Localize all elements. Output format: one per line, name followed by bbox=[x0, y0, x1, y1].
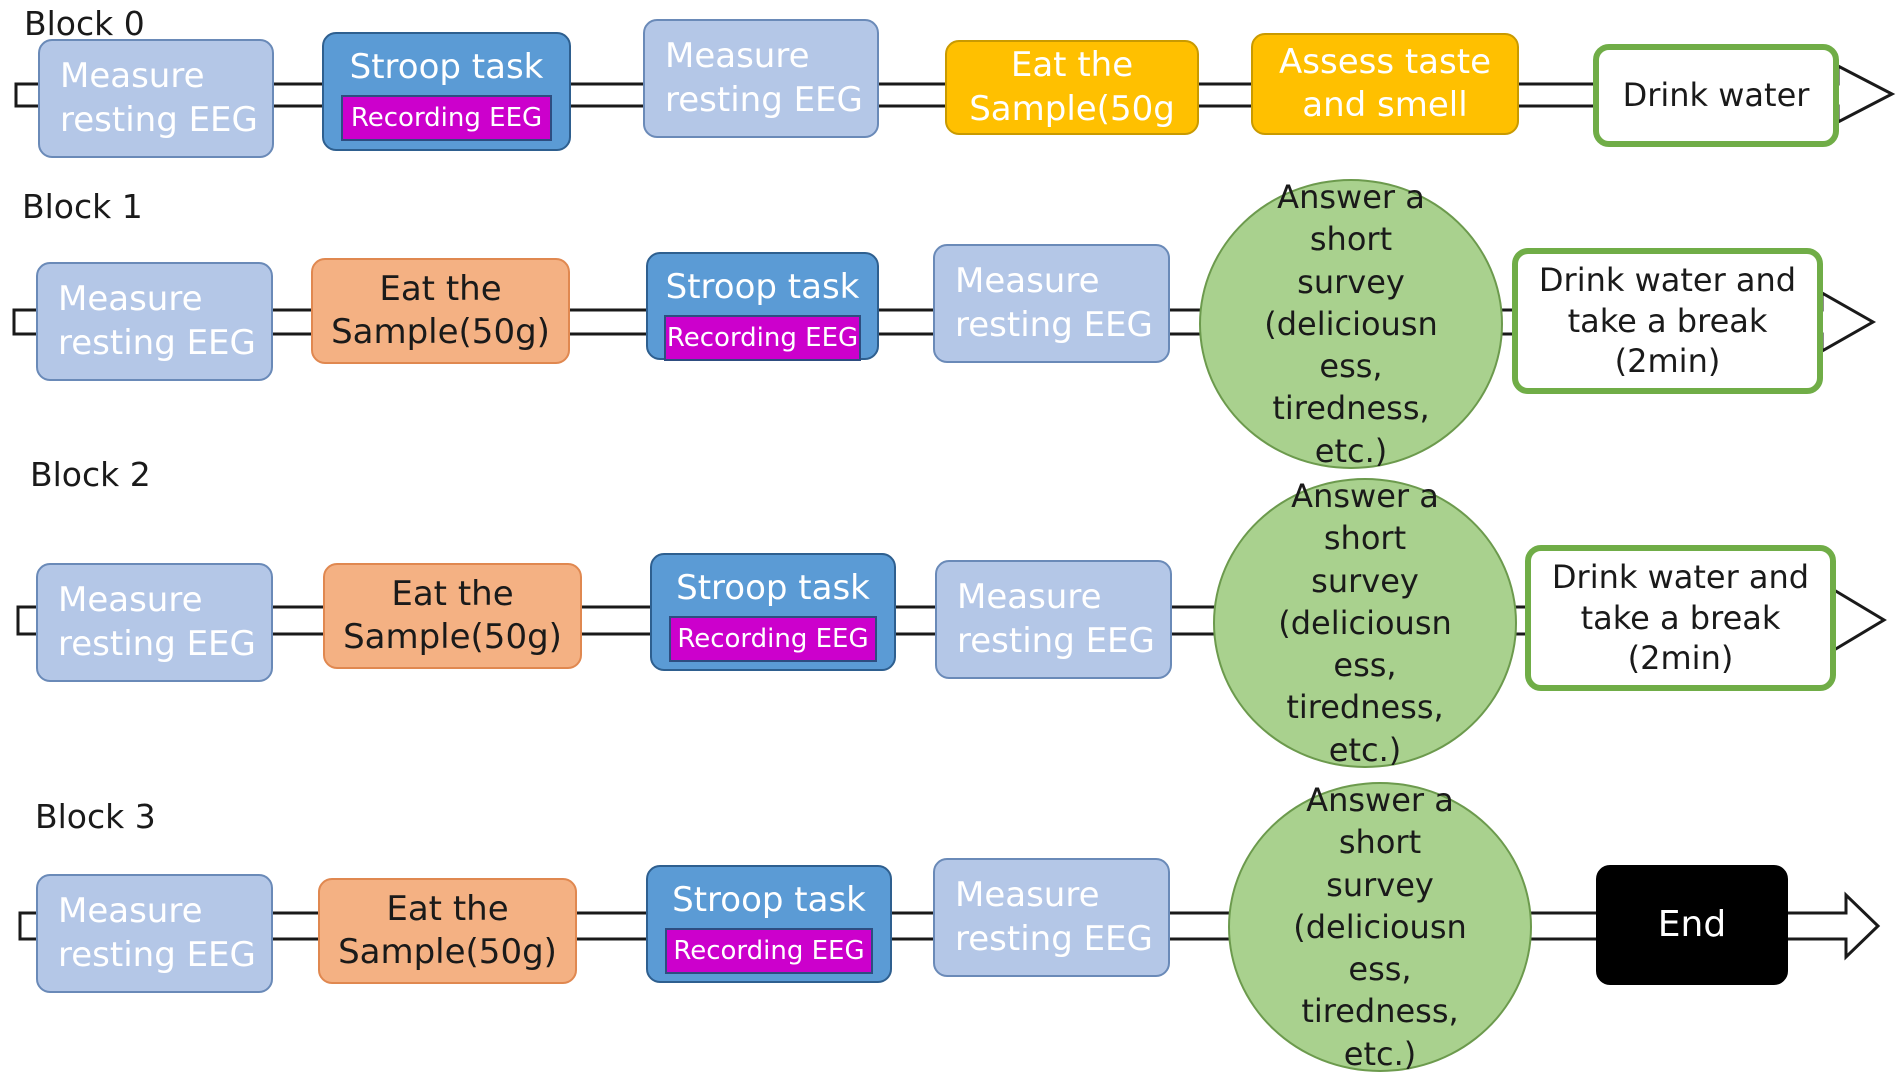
block-label-0: Block 0 bbox=[24, 4, 145, 43]
block-3-stroop-task: Stroop task Recording EEG bbox=[646, 865, 892, 983]
block-label-1: Block 1 bbox=[22, 187, 143, 226]
block-1-recording-eeg: Recording EEG bbox=[664, 315, 861, 362]
block-3-recording-eeg: Recording EEG bbox=[664, 928, 874, 975]
block-2-stroop-task: Stroop task Recording EEG bbox=[650, 553, 896, 671]
block-1-stroop-task: Stroop task Recording EEG bbox=[646, 252, 879, 362]
block-label-2: Block 2 bbox=[30, 455, 151, 494]
block-0-drink-water: Drink water bbox=[1593, 44, 1839, 147]
block-label-3: Block 3 bbox=[35, 797, 156, 836]
block-0-stroop-task: Stroop task Recording EEG bbox=[322, 32, 571, 151]
block-2-recording-eeg: Recording EEG bbox=[668, 616, 878, 663]
block-0-recording-eeg: Recording EEG bbox=[341, 95, 552, 142]
block-3-end: End bbox=[1596, 865, 1788, 985]
